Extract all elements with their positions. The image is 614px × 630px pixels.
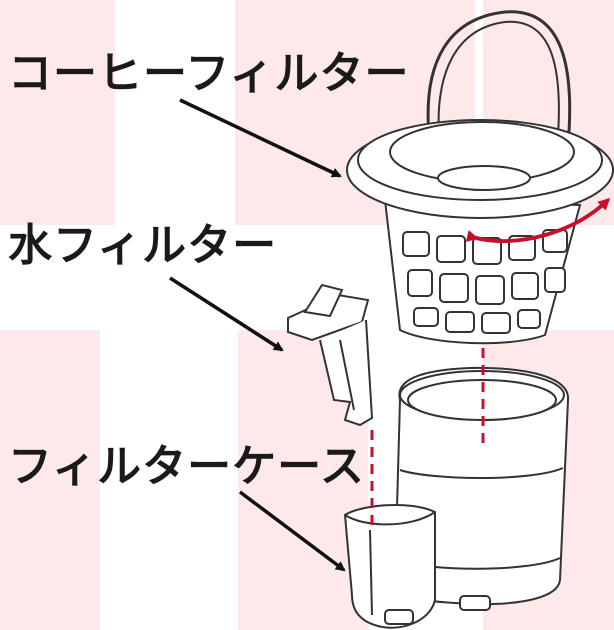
water-filter-pointer-arrow [169,276,284,352]
water-filter-label: 水フィルター [8,220,278,271]
filter-case-label: フィルターケース [8,441,365,492]
filter-case-pointer-arrow [238,490,346,572]
filter-case-illustration [343,366,570,629]
coffee-filter-pointer-arrow [179,98,342,178]
coffee-filter-illustration [346,10,614,345]
rotation-arrow-icon [465,197,611,243]
water-filter-illustration [287,283,374,427]
coffee-filter-label: コーヒーフィルター [8,48,410,99]
